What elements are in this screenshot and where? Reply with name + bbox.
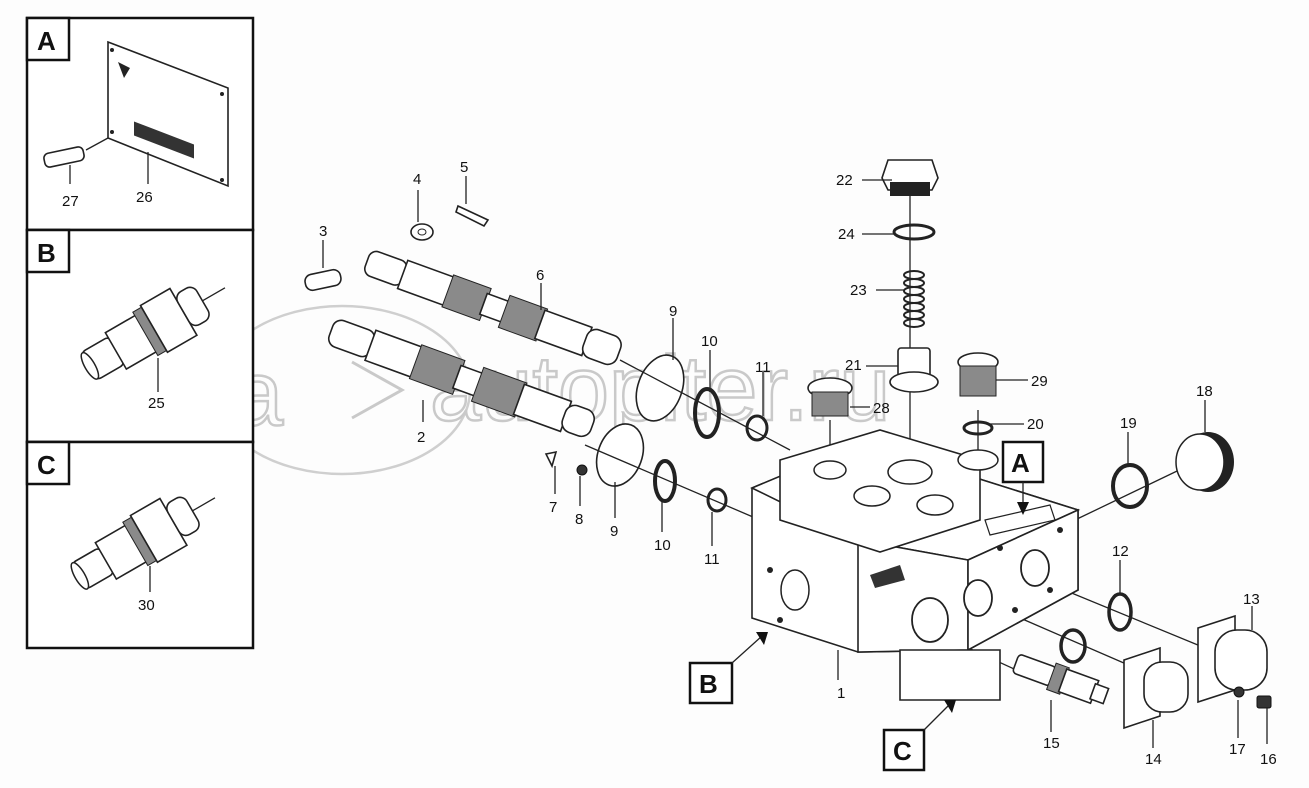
inset-c-letter: C <box>37 450 56 480</box>
label-14: 14 <box>1145 751 1162 768</box>
label-25: 25 <box>148 395 165 412</box>
label-10-lower: 10 <box>654 537 671 554</box>
callout-b: B <box>688 632 768 705</box>
label-20: 20 <box>1027 416 1044 433</box>
inset-c: C 30 <box>25 440 255 650</box>
spool-upper-icon <box>363 250 622 366</box>
flange-9-lower-icon <box>595 423 645 487</box>
inset-c-letter-box <box>25 440 71 486</box>
svg-text:C: C <box>893 736 912 766</box>
cover-14-icon <box>1123 646 1189 730</box>
watermark-arrow <box>351 360 406 420</box>
plug-7-icon <box>544 450 558 469</box>
label-2: 2 <box>417 429 425 446</box>
label-29: 29 <box>1031 373 1048 390</box>
label-4: 4 <box>413 171 421 188</box>
seal-19-icon <box>1111 463 1149 509</box>
inset-a-letter: A <box>37 26 56 56</box>
screw-16-icon <box>1256 695 1272 709</box>
label-3: 3 <box>319 223 327 240</box>
valve-cartridge-b-icon <box>80 286 226 380</box>
inset-b: B 25 <box>25 228 255 444</box>
label-7: 7 <box>549 499 557 516</box>
oring-11-lower-icon <box>706 487 728 513</box>
seal-20-icon <box>962 420 994 436</box>
cotter-pin-5-icon <box>455 204 490 228</box>
label-16: 16 <box>1260 751 1277 768</box>
leader-lines <box>322 176 1268 748</box>
cap-18-icon <box>1175 432 1234 492</box>
label-8: 8 <box>575 511 583 528</box>
svg-text:A: A <box>1011 448 1030 478</box>
rivet-icon <box>43 146 85 168</box>
valve-body-1-icon <box>750 429 1081 701</box>
seal-14-small-icon <box>1059 628 1087 664</box>
plate-brand-mark <box>134 121 194 159</box>
label-11-lower: 11 <box>704 551 720 568</box>
inset-a-letter-box <box>25 16 71 62</box>
seal-10-lower-icon <box>653 459 677 503</box>
inset-b-letter: B <box>37 238 56 268</box>
label-1: 1 <box>837 685 845 702</box>
washer-17-icon <box>1233 686 1245 698</box>
label-21: 21 <box>845 357 862 374</box>
label-15: 15 <box>1043 735 1060 752</box>
seal-12-icon <box>1107 592 1133 632</box>
label-9-lower: 9 <box>610 523 618 540</box>
label-28: 28 <box>873 400 890 417</box>
label-18: 18 <box>1196 383 1213 400</box>
label-11-upper: 11 <box>755 359 771 376</box>
inset-b-letter-box <box>25 228 71 274</box>
label-19: 19 <box>1120 415 1137 432</box>
ball-8-icon <box>576 464 588 476</box>
valve-cartridge-c-icon <box>70 496 216 590</box>
cover-13-icon <box>1197 614 1268 704</box>
plug-29-icon <box>957 352 999 397</box>
spring-23-icon <box>903 270 925 328</box>
pin-3-icon <box>304 268 342 292</box>
oring-11-upper-icon <box>745 414 769 442</box>
label-24: 24 <box>838 226 855 243</box>
piston-21-icon <box>889 347 939 393</box>
label-26: 26 <box>136 189 153 206</box>
callout-c: C <box>882 700 956 772</box>
label-5: 5 <box>460 159 468 176</box>
label-27: 27 <box>62 193 79 210</box>
plug-22-icon <box>881 159 939 196</box>
callout-a: A <box>1001 440 1045 515</box>
label-17: 17 <box>1229 741 1246 758</box>
svg-text:B: B <box>699 669 718 699</box>
label-12: 12 <box>1112 543 1129 560</box>
seal-24-icon <box>892 223 936 241</box>
logo-icon <box>118 62 130 78</box>
label-9-upper: 9 <box>669 303 677 320</box>
flange-9-upper-icon <box>635 354 685 422</box>
nameplate-icon <box>107 40 229 188</box>
inset-a: A 27 26 <box>25 16 255 232</box>
label-6: 6 <box>536 267 544 284</box>
valve-15-icon <box>1012 654 1110 705</box>
label-22: 22 <box>836 172 853 189</box>
label-30: 30 <box>138 597 155 614</box>
spool-lower-icon <box>327 319 596 438</box>
part-labels: 1 2 3 4 5 6 7 8 9 9 10 10 11 11 12 13 14… <box>319 159 1277 768</box>
label-13: 13 <box>1243 591 1260 608</box>
label-10-upper: 10 <box>701 333 718 350</box>
label-23: 23 <box>850 282 867 299</box>
plug-28-icon <box>807 377 853 417</box>
